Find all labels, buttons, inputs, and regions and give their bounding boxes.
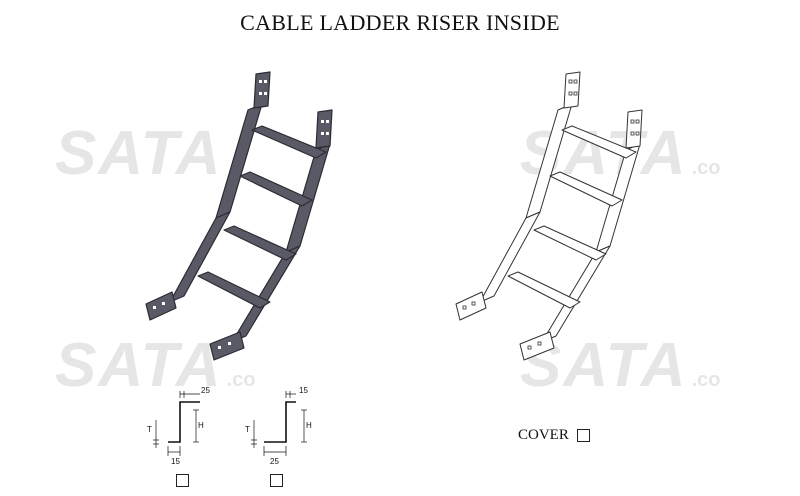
watermark-bottom-left: SATA.co xyxy=(55,330,255,401)
profile-b-thickness-dim: T xyxy=(245,425,250,434)
profile-b-bottom-dim: 25 xyxy=(270,457,279,466)
watermark-suffix: .co xyxy=(691,369,721,391)
dark-ladder-shape xyxy=(145,71,333,361)
profile-a-dimensions xyxy=(153,391,200,456)
profile-a-height-dim: H xyxy=(198,421,204,430)
profile-a-section xyxy=(168,401,200,443)
profile-b-section xyxy=(264,401,296,443)
watermark-text: SATA xyxy=(55,331,223,400)
profile-a-top-dim: 25 xyxy=(201,386,210,395)
light-ladder-shape xyxy=(455,71,643,361)
cover-label: COVER xyxy=(518,427,569,443)
profile-b-height-dim: H xyxy=(306,421,312,430)
profile-a-bottom-dim: 15 xyxy=(171,457,180,466)
profile-a-thickness-dim: T xyxy=(147,425,152,434)
watermark-suffix: .co xyxy=(691,157,721,179)
light-ladder-drawing xyxy=(455,71,643,361)
dark-ladder-holes xyxy=(153,80,329,349)
profile-a-checkbox[interactable] xyxy=(176,474,189,487)
light-ladder-holes xyxy=(462,79,640,350)
cover-checkbox[interactable] xyxy=(576,429,590,442)
profile-b-top-dim: 15 xyxy=(299,386,308,395)
profile-a-shape xyxy=(168,401,200,443)
watermark-suffix: .co xyxy=(226,369,256,391)
cover-option: COVER xyxy=(518,427,590,444)
watermark-top-left: SATA xyxy=(55,118,223,189)
watermark-text: SATA xyxy=(55,119,223,188)
page-title: CABLE LADDER RISER INSIDE xyxy=(240,10,560,35)
dark-ladder-drawing xyxy=(145,71,333,361)
profile-b-checkbox[interactable] xyxy=(270,474,283,487)
profile-b-shape xyxy=(264,401,296,443)
profile-b-dimensions xyxy=(251,391,307,456)
